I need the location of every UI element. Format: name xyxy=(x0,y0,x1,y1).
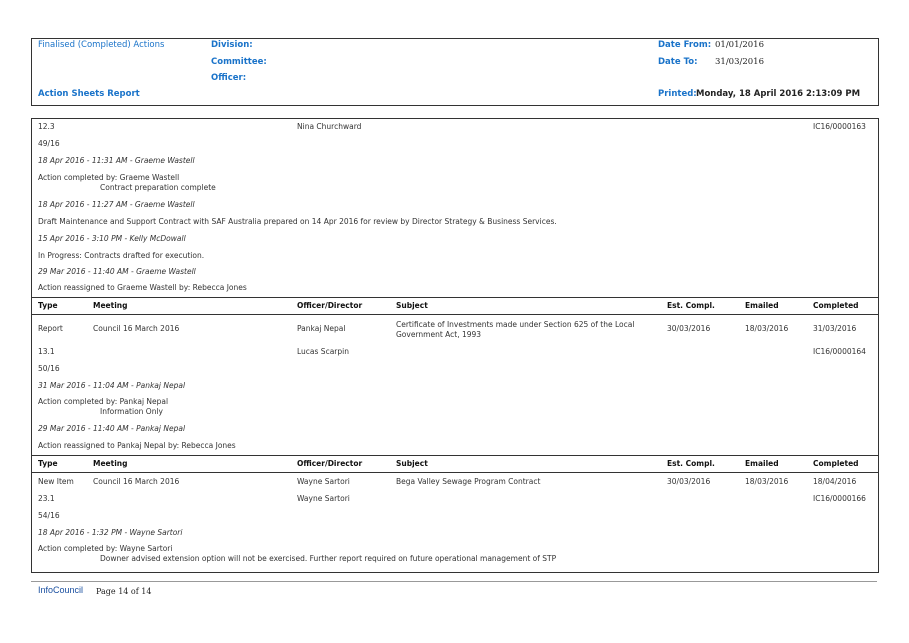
col-subject: Subject xyxy=(396,459,428,468)
item-number: 13.1 xyxy=(38,347,55,356)
note-text: Information Only xyxy=(100,407,163,416)
est-compl-date: 30/03/2016 xyxy=(667,324,711,333)
note-timestamp: 15 Apr 2016 - 3:10 PM - Kelly McDowall xyxy=(38,234,186,243)
brand-logo: InfoCouncil xyxy=(38,585,84,595)
note-text: Action completed by: Graeme Wastell xyxy=(38,173,180,182)
col-est-compl: Est. Compl. xyxy=(667,301,715,310)
col-meeting: Meeting xyxy=(93,301,128,310)
col-est-compl: Est. Compl. xyxy=(667,459,715,468)
report-type: Finalised (Completed) Actions xyxy=(38,40,165,50)
division-label: Division: xyxy=(211,40,253,50)
col-emailed: Emailed xyxy=(745,459,779,468)
action-type: New Item xyxy=(38,477,74,486)
date-from-label: Date From: xyxy=(658,40,712,50)
note-text: Action reassigned to Graeme Wastell by: … xyxy=(38,283,247,292)
meeting-name: Council 16 March 2016 xyxy=(93,477,180,486)
report-header: Finalised (Completed) Actions Division: … xyxy=(31,38,879,106)
date-from-value: 01/01/2016 xyxy=(715,40,764,50)
footer-divider xyxy=(31,581,877,582)
emailed-date: 18/03/2016 xyxy=(745,324,789,333)
note-timestamp: 18 Apr 2016 - 11:27 AM - Graeme Wastell xyxy=(38,200,195,209)
resolution-number: 54/16 xyxy=(38,511,60,520)
completed-date: 18/04/2016 xyxy=(813,477,857,486)
completed-date: 31/03/2016 xyxy=(813,324,857,333)
note-text: Draft Maintenance and Support Contract w… xyxy=(38,217,557,226)
col-type: Type xyxy=(38,459,58,468)
table-header-row: Type Meeting Officer/Director Subject Es… xyxy=(32,297,878,315)
officer-name: Wayne Sartori xyxy=(297,477,350,486)
record-ref: IC16/0000163 xyxy=(813,122,866,131)
officer-name: Wayne Sartori xyxy=(297,494,350,503)
date-to-value: 31/03/2016 xyxy=(715,57,764,67)
officer-label: Officer: xyxy=(211,73,247,83)
note-timestamp: 18 Apr 2016 - 1:32 PM - Wayne Sartori xyxy=(38,528,183,537)
resolution-number: 50/16 xyxy=(38,364,60,373)
resolution-number: 49/16 xyxy=(38,139,60,148)
subject-text: Government Act, 1993 xyxy=(396,330,482,339)
note-timestamp: 31 Mar 2016 - 11:04 AM - Pankaj Nepal xyxy=(38,381,186,390)
col-officer: Officer/Director xyxy=(297,301,363,310)
committee-label: Committee: xyxy=(211,57,267,67)
note-text: Action completed by: Pankaj Nepal xyxy=(38,397,169,406)
subject-text: Bega Valley Sewage Program Contract xyxy=(396,477,541,486)
col-type: Type xyxy=(38,301,58,310)
col-emailed: Emailed xyxy=(745,301,779,310)
item-number: 23.1 xyxy=(38,494,55,503)
note-timestamp: 29 Mar 2016 - 11:40 AM - Pankaj Nepal xyxy=(38,424,186,433)
officer-name: Nina Churchward xyxy=(297,122,362,131)
printed-value: Monday, 18 April 2016 2:13:09 PM xyxy=(696,89,861,99)
action-type: Report xyxy=(38,324,63,333)
est-compl-date: 30/03/2016 xyxy=(667,477,711,486)
table-header-row: Type Meeting Officer/Director Subject Es… xyxy=(32,455,878,473)
item-number: 12.3 xyxy=(38,122,55,131)
note-text: Action completed by: Wayne Sartori xyxy=(38,544,173,553)
emailed-date: 18/03/2016 xyxy=(745,477,789,486)
officer-name: Pankaj Nepal xyxy=(297,324,346,333)
report-body: 12.3 Nina Churchward IC16/0000163 49/16 … xyxy=(31,118,879,573)
page-number: Page 14 of 14 xyxy=(96,587,152,596)
col-subject: Subject xyxy=(396,301,428,310)
date-to-label: Date To: xyxy=(658,57,698,67)
officer-name: Lucas Scarpin xyxy=(297,347,349,356)
note-timestamp: 18 Apr 2016 - 11:31 AM - Graeme Wastell xyxy=(38,156,195,165)
col-officer: Officer/Director xyxy=(297,459,363,468)
col-completed: Completed xyxy=(813,459,859,468)
note-timestamp: 29 Mar 2016 - 11:40 AM - Graeme Wastell xyxy=(38,267,196,276)
note-text: Downer advised extension option will not… xyxy=(100,554,557,563)
record-ref: IC16/0000164 xyxy=(813,347,866,356)
note-text: In Progress: Contracts drafted for execu… xyxy=(38,251,205,260)
note-text: Contract preparation complete xyxy=(100,183,216,192)
meeting-name: Council 16 March 2016 xyxy=(93,324,180,333)
note-text: Action reassigned to Pankaj Nepal by: Re… xyxy=(38,441,236,450)
col-completed: Completed xyxy=(813,301,859,310)
printed-label: Printed: xyxy=(658,89,697,99)
report-title: Action Sheets Report xyxy=(38,89,140,99)
col-meeting: Meeting xyxy=(93,459,128,468)
record-ref: IC16/0000166 xyxy=(813,494,866,503)
subject-text: Certificate of Investments made under Se… xyxy=(396,320,635,329)
